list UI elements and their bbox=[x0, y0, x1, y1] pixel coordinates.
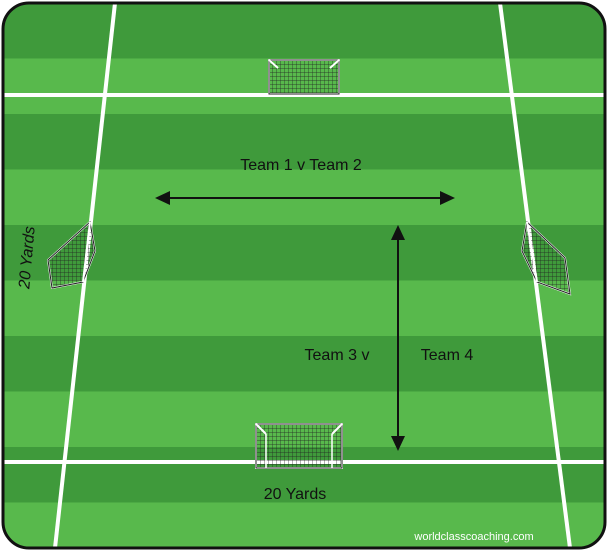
grass-stripe bbox=[3, 280, 605, 337]
watermark-text: worldclasscoaching.com bbox=[413, 531, 533, 543]
horizontal-arrow bbox=[155, 191, 455, 205]
goal-net-icon-right bbox=[520, 219, 572, 296]
label-team3: Team 3 v bbox=[305, 347, 370, 364]
goal-net-icon-top bbox=[268, 59, 340, 95]
label-left-20-yards: 20 Yards bbox=[16, 226, 38, 291]
label-bottom-20-yards: 20 Yards bbox=[264, 486, 327, 503]
vertical-arrow bbox=[391, 225, 405, 451]
grass-stripe bbox=[3, 336, 605, 393]
label-team1-v-team2: Team 1 v Team 2 bbox=[240, 157, 362, 174]
grass-stripe bbox=[3, 3, 605, 60]
grass-stripe bbox=[3, 502, 605, 548]
goal-net-icon-left bbox=[46, 220, 97, 290]
label-team4: Team 4 bbox=[421, 347, 474, 364]
goal-net-icon-bottom bbox=[255, 423, 343, 469]
grass-stripe bbox=[3, 225, 605, 282]
